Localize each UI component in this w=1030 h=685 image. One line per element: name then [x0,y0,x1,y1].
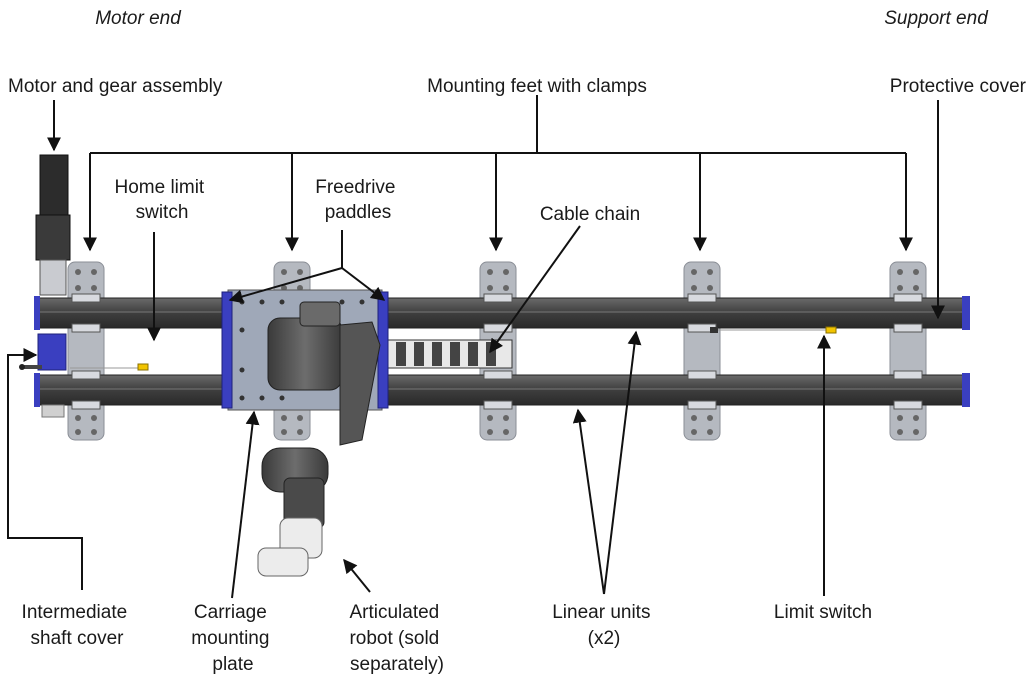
label-mounting-feet: Mounting feet with clamps [427,76,647,97]
intermediate-shaft-cover-part [37,333,67,371]
labels: Motor end Support end Motor and gear ass… [8,8,1027,675]
label-linear-units: Linear units (x2) [552,602,656,649]
label-cable-chain: Cable chain [540,204,640,225]
linear-units [34,293,970,410]
label-motor-gear: Motor and gear assembly [8,76,223,97]
label-protective-cover: Protective cover [890,76,1027,97]
mounting-foot-5 [889,261,927,441]
callout-arrows [7,95,945,599]
motor-gear-assembly [19,154,71,418]
home-limit-switch [70,363,149,371]
label-home-limit-switch: Home limit switch [114,177,209,223]
mounting-foot-4 [683,261,721,441]
rail-end-cap-upper [962,296,970,330]
label-carriage-mounting-plate: Carriage mounting plate [191,602,274,675]
lower-rail [37,374,969,406]
label-intermediate-shaft-cover: Intermediate shaft cover [22,602,133,649]
articulated-robot [257,301,381,577]
support-end-label: Support end [884,8,989,29]
label-articulated-robot: Articulated robot (sold separately) [349,602,444,675]
freedrive-paddle-left [221,291,233,409]
rail-end-cap-lower [962,373,970,407]
mounting-foot-1 [67,261,105,441]
cable-chain [371,339,513,369]
motor-end-label: Motor end [95,8,182,29]
limit-switch [710,326,837,334]
label-limit-switch: Limit switch [774,602,872,623]
upper-rail [37,297,969,329]
label-freedrive-paddles: Freedrive paddles [315,177,401,223]
